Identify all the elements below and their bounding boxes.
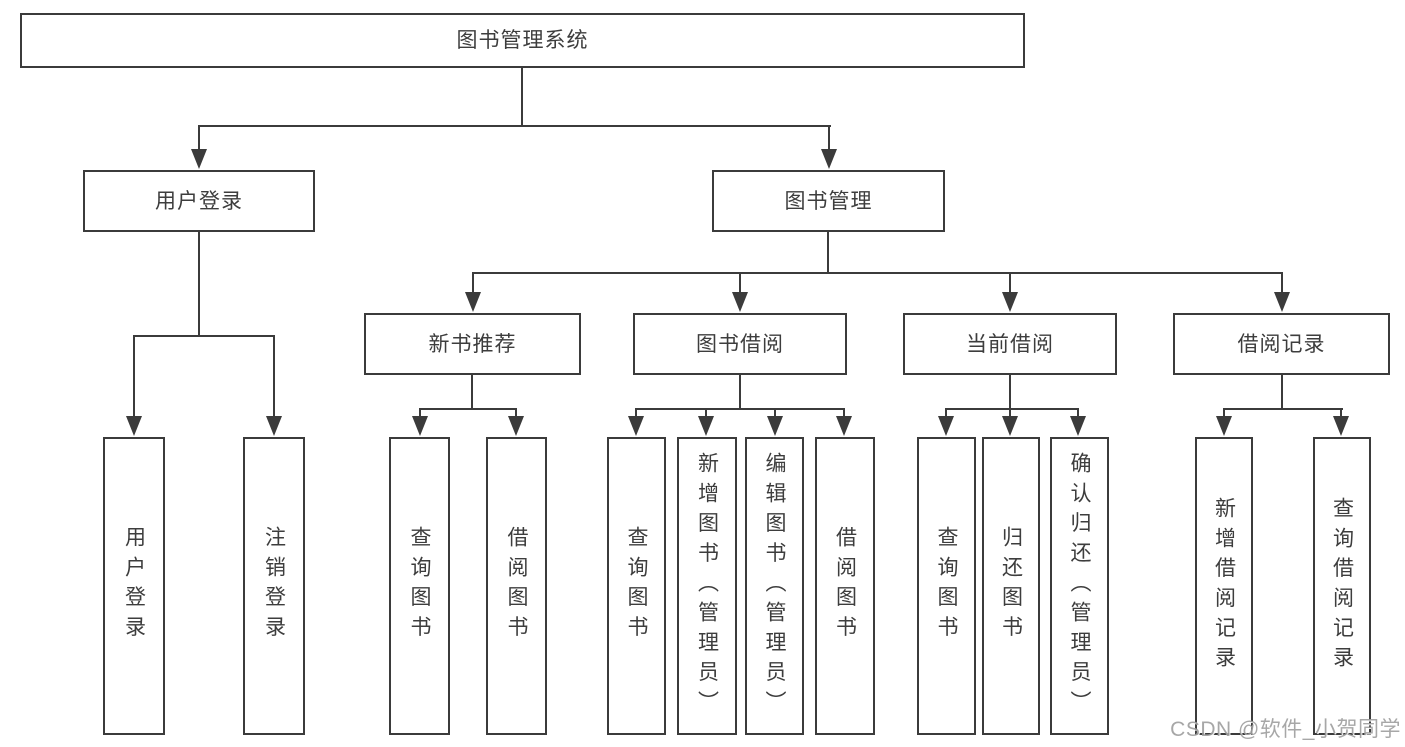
arrow-stem [635, 408, 637, 422]
arrowhead-down-icon [1216, 416, 1232, 436]
connector-line [419, 408, 517, 410]
connector-line [198, 232, 200, 336]
node-label: 新书推荐 [428, 332, 517, 356]
arrowhead-down-icon [1002, 416, 1018, 436]
arrow-stem [198, 125, 200, 155]
connector-line [133, 335, 275, 337]
arrow-stem [828, 125, 830, 155]
node-borrow-books-recommend: 借阅图书 [486, 437, 547, 735]
node-book-management: 图书管理 [712, 170, 945, 232]
watermark: CSDN @软件_小贺同学 [1170, 718, 1401, 741]
arrow-stem [774, 408, 776, 422]
arrowhead-down-icon [412, 416, 428, 436]
arrow-stem [1340, 408, 1342, 422]
arrowhead-down-icon [1333, 416, 1349, 436]
node-logout-leaf: 注销登录 [243, 437, 305, 735]
node-label: 新增图书（管理员） [695, 451, 719, 721]
arrow-stem [945, 408, 947, 422]
node-label: 归还图书 [999, 526, 1023, 646]
arrowhead-down-icon [767, 416, 783, 436]
connector-line [1223, 408, 1343, 410]
arrow-stem [133, 335, 135, 422]
connector-line [472, 272, 1283, 274]
connector-line [739, 375, 741, 409]
arrow-stem [515, 408, 517, 422]
node-query-books-current: 查询图书 [917, 437, 976, 735]
node-label: 新增借阅记录 [1212, 496, 1236, 676]
arrowhead-down-icon [1274, 292, 1290, 312]
node-library-management-system: 图书管理系统 [20, 13, 1025, 68]
node-confirm-return-admin: 确认归还（管理员） [1050, 437, 1109, 735]
node-label: 查询图书 [935, 526, 958, 646]
arrowhead-down-icon [126, 416, 142, 436]
node-label: 图书管理系统 [456, 29, 589, 52]
connector-line [471, 375, 473, 409]
arrowhead-down-icon [1070, 416, 1086, 436]
node-label: 查询图书 [625, 526, 648, 646]
arrow-stem [1223, 408, 1225, 422]
node-label: 用户登录 [155, 189, 243, 213]
arrowhead-down-icon [508, 416, 524, 436]
connector-line [1281, 375, 1283, 409]
node-borrowing-records: 借阅记录 [1173, 313, 1390, 375]
connector-line [827, 232, 829, 273]
arrowhead-down-icon [732, 292, 748, 312]
arrowhead-down-icon [836, 416, 852, 436]
arrow-stem [739, 272, 741, 298]
node-label: 图书管理 [784, 189, 873, 213]
arrowhead-down-icon [191, 149, 207, 169]
arrow-stem [472, 272, 474, 298]
node-user-login-leaf: 用户登录 [103, 437, 165, 735]
connector-line [1009, 375, 1011, 409]
node-query-books-recommend: 查询图书 [389, 437, 450, 735]
arrowhead-down-icon [1002, 292, 1018, 312]
arrow-stem [705, 408, 707, 422]
arrow-stem [843, 408, 845, 422]
arrowhead-down-icon [465, 292, 481, 312]
node-label: 用户登录 [122, 526, 146, 646]
arrowhead-down-icon [698, 416, 714, 436]
arrowhead-down-icon [628, 416, 644, 436]
node-label: 借阅记录 [1237, 332, 1326, 356]
node-label: 借阅图书 [833, 526, 857, 646]
node-current-borrowing: 当前借阅 [903, 313, 1117, 375]
node-return-books: 归还图书 [982, 437, 1040, 735]
node-add-borrowing-record: 新增借阅记录 [1195, 437, 1253, 735]
connector-line [521, 68, 523, 126]
arrow-stem [1281, 272, 1283, 298]
node-book-borrowing: 图书借阅 [633, 313, 847, 375]
node-label: 当前借阅 [966, 332, 1054, 356]
node-label: 注销登录 [262, 526, 286, 646]
node-label: 查询图书 [408, 526, 431, 646]
arrowhead-down-icon [266, 416, 282, 436]
connector-line [635, 408, 844, 410]
node-query-books-borrowing: 查询图书 [607, 437, 666, 735]
node-label: 图书借阅 [696, 332, 784, 356]
node-label: 确认归还（管理员） [1068, 451, 1091, 721]
arrow-stem [419, 408, 421, 422]
node-query-borrowing-record: 查询借阅记录 [1313, 437, 1371, 735]
connector-line [945, 408, 1079, 410]
node-borrow-books-leaf: 借阅图书 [815, 437, 875, 735]
node-add-books-admin: 新增图书（管理员） [677, 437, 737, 735]
arrowhead-down-icon [938, 416, 954, 436]
node-user-login: 用户登录 [83, 170, 315, 232]
arrow-stem [273, 335, 275, 422]
arrow-stem [1009, 272, 1011, 298]
node-new-book-recommendation: 新书推荐 [364, 313, 581, 375]
node-label: 借阅图书 [505, 526, 528, 646]
connector-line [198, 125, 831, 127]
arrow-stem [1009, 408, 1011, 422]
node-label: 查询借阅记录 [1330, 496, 1354, 676]
arrow-stem [1077, 408, 1079, 422]
arrowhead-down-icon [821, 149, 837, 169]
node-label: 编辑图书（管理员） [763, 451, 786, 721]
node-edit-books-admin: 编辑图书（管理员） [745, 437, 804, 735]
